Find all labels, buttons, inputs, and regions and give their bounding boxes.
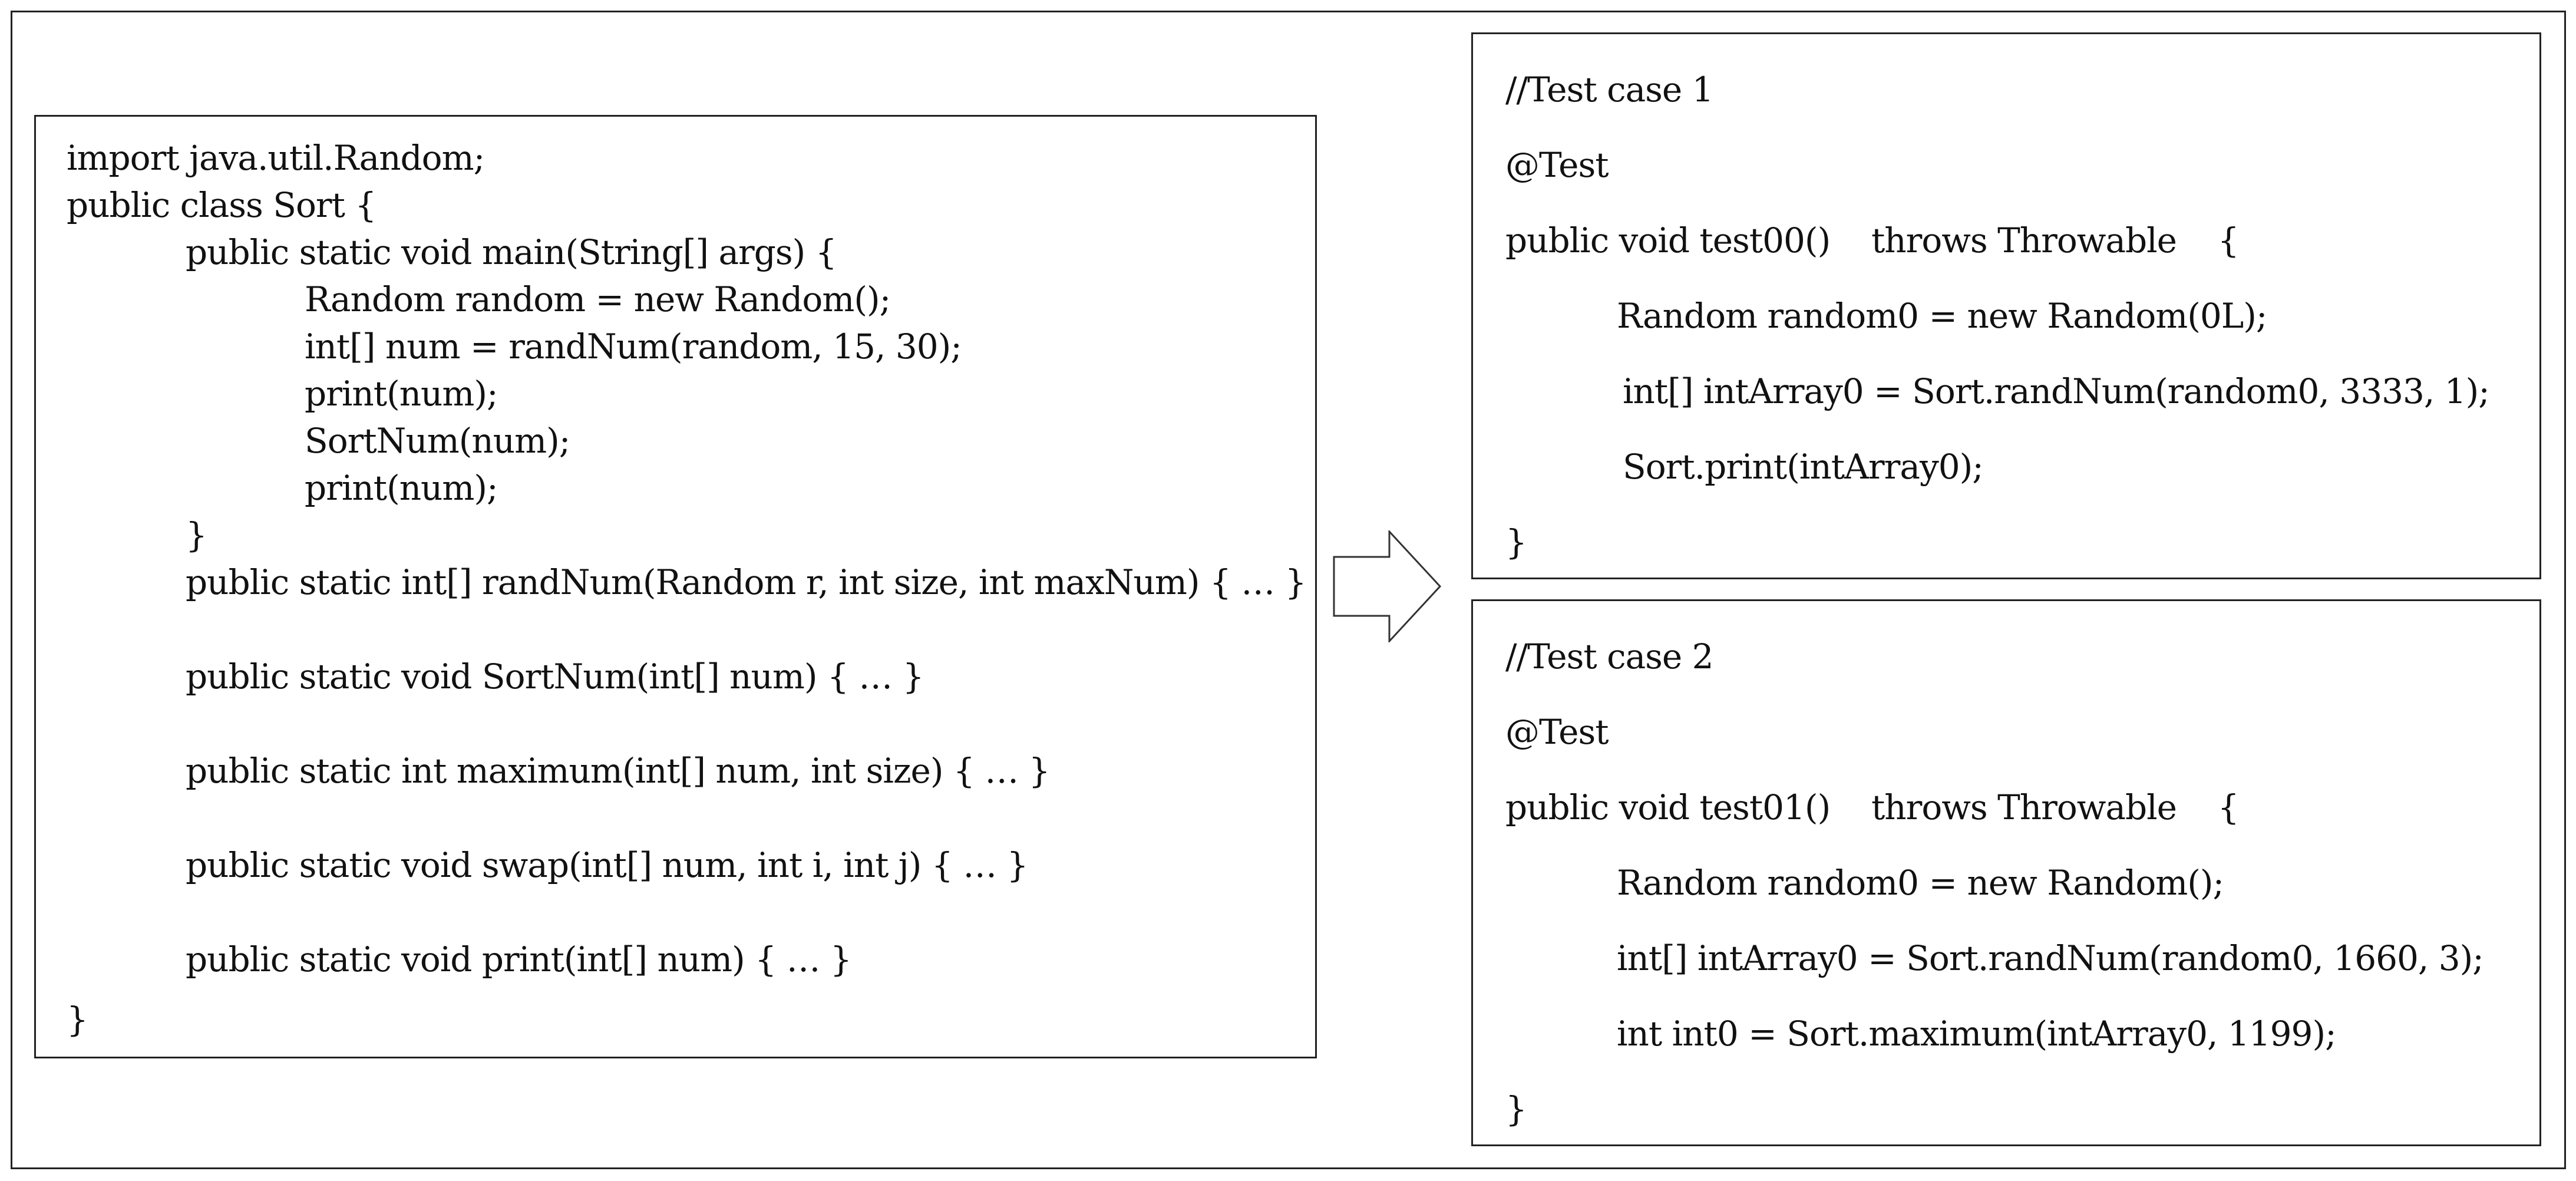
code-line: Random random = new Random();	[305, 279, 891, 319]
test-line: //Test case 1	[1505, 70, 1714, 110]
code-line: public static void print(int[] num) { … …	[186, 939, 852, 979]
source-code-box: import java.util.Random; public class So…	[34, 115, 1317, 1058]
code-line: }	[67, 999, 88, 1040]
code-line: public static int[] randNum(Random r, in…	[186, 562, 1307, 602]
test-line: int int0 = Sort.maximum(intArray0, 1199)…	[1617, 1014, 2337, 1054]
code-line: public class Sort {	[67, 185, 377, 225]
test-line: int[] intArray0 = Sort.randNum(random0, …	[1623, 371, 2490, 411]
test-line: Sort.print(intArray0);	[1623, 447, 1984, 487]
test-line: @Test	[1505, 712, 1609, 752]
code-line: public static void SortNum(int[] num) { …	[186, 657, 924, 697]
code-line: print(num);	[305, 374, 498, 414]
code-line: public static void main(String[] args) {	[186, 232, 837, 272]
test-line: Random random0 = new Random();	[1617, 863, 2224, 903]
code-line: public static void swap(int[] num, int i…	[186, 845, 1029, 885]
test-line: }	[1505, 522, 1527, 562]
test-case-2-box: //Test case 2 @Test public void test01()…	[1471, 599, 2541, 1146]
right-arrow-icon	[1333, 530, 1442, 642]
code-line: }	[186, 515, 207, 555]
code-line: SortNum(num);	[305, 421, 570, 461]
code-line: print(num);	[305, 468, 498, 508]
test-line: int[] intArray0 = Sort.randNum(random0, …	[1617, 938, 2484, 978]
test-line: }	[1505, 1089, 1527, 1129]
test-line: //Test case 2	[1505, 636, 1714, 677]
test-line: @Test	[1505, 145, 1609, 185]
figure-frame	[11, 11, 2566, 1169]
code-line: int[] num = randNum(random, 15, 30);	[305, 326, 962, 367]
test-line: public void test00() throws Throwable {	[1505, 220, 2240, 260]
code-line: public static int maximum(int[] num, int…	[186, 751, 1051, 791]
code-line: import java.util.Random;	[67, 138, 485, 178]
test-line: public void test01() throws Throwable {	[1505, 787, 2240, 827]
test-case-1-box: //Test case 1 @Test public void test00()…	[1471, 32, 2541, 579]
test-line: Random random0 = new Random(0L);	[1617, 296, 2267, 336]
